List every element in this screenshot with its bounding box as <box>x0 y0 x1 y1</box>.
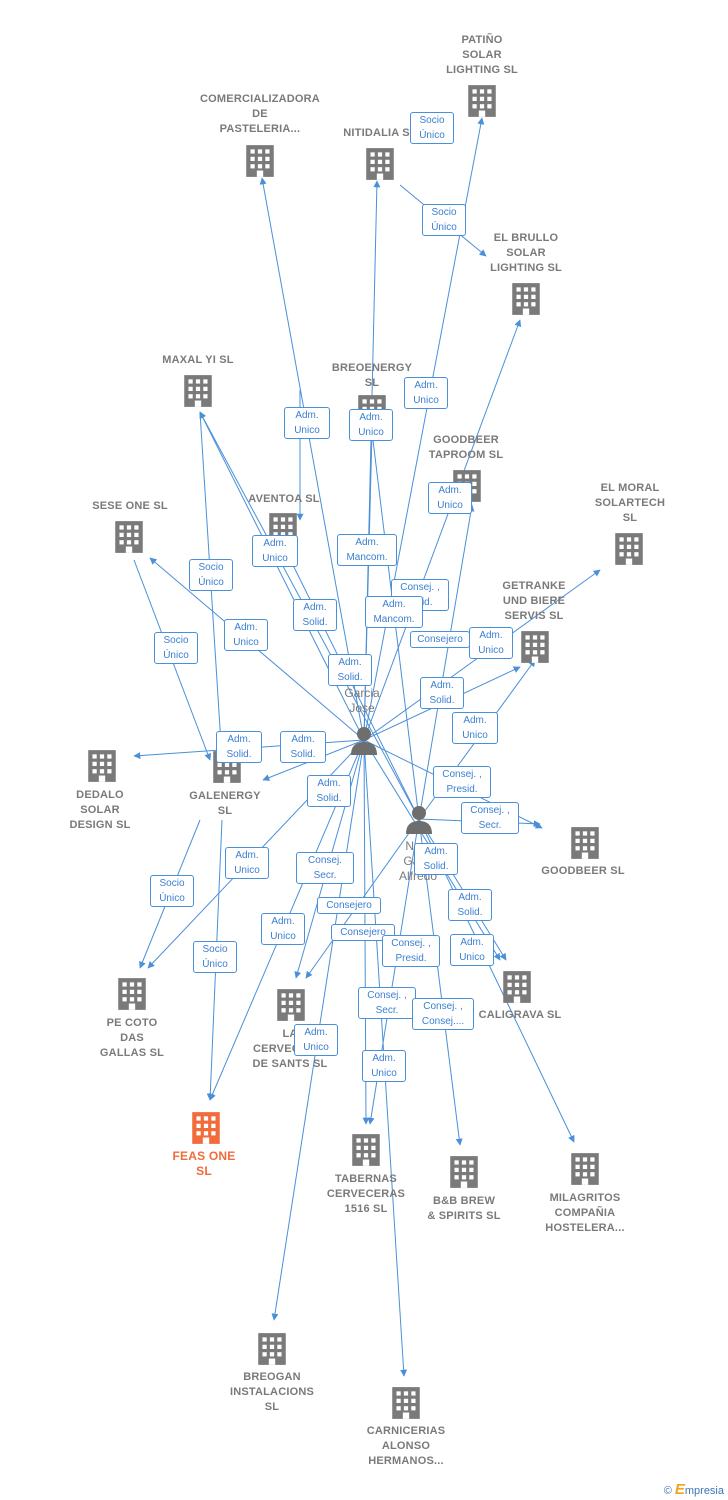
relation-badge[interactable]: Adm. Mancom. <box>365 596 423 628</box>
relation-badge[interactable]: Socio Único <box>422 204 466 236</box>
building-icon[interactable] <box>277 989 305 1021</box>
relation-badge[interactable]: Adm. Solid. <box>280 731 326 763</box>
building-icon[interactable] <box>512 283 540 315</box>
company-label-carnicerias[interactable]: CARNICERIAS ALONSO HERMANOS... <box>366 1425 446 1467</box>
relation-badge[interactable]: Adm. Solid. <box>448 889 492 921</box>
relation-badge[interactable]: Adm. Solid. <box>293 599 337 631</box>
relation-edge <box>363 319 522 741</box>
building-icon[interactable] <box>571 1153 599 1185</box>
relation-edge <box>259 177 365 741</box>
building-icon[interactable] <box>115 521 143 553</box>
company-label-feasone[interactable]: FEAS ONE SL <box>172 1149 236 1178</box>
building-icon[interactable] <box>88 750 116 782</box>
building-icon[interactable] <box>450 1156 478 1188</box>
building-icon[interactable] <box>192 1112 220 1144</box>
empresia-logo-initial: E <box>674 1481 685 1498</box>
company-label-tabernas[interactable]: TABERNAS CERVECERAS 1516 SL <box>326 1173 406 1215</box>
company-label-bbbrew[interactable]: B&B BREW & SPIRITS SL <box>427 1195 501 1222</box>
relation-badge[interactable]: Consej. , Secr. <box>461 802 519 834</box>
empresia-logo-text: mpresia <box>684 1485 724 1497</box>
company-label-getranke[interactable]: GETRANKE UND BIERE SERVIS SL <box>502 580 566 622</box>
building-icon[interactable] <box>571 827 599 859</box>
company-label-aventoa[interactable]: AVENTOA SL <box>248 493 320 505</box>
relation-badge[interactable]: Consej. , Presid. <box>433 766 491 798</box>
company-label-breoenergy[interactable]: BREOENERGY SL <box>331 362 413 389</box>
relation-badge[interactable]: Socio Único <box>193 941 237 973</box>
relation-badge[interactable]: Adm. Unico <box>225 847 269 879</box>
relation-badge[interactable]: Adm. Unico <box>450 934 494 966</box>
building-icon[interactable] <box>392 1387 420 1419</box>
relation-badge[interactable]: Socio Único <box>410 112 454 144</box>
building-icon[interactable] <box>503 971 531 1003</box>
company-label-milagritos[interactable]: MILAGRITOS COMPAÑIA HOSTELERA... <box>545 1192 625 1234</box>
company-label-elbrullo[interactable]: EL BRULLO SOLAR LIGHTING SL <box>490 232 562 274</box>
relation-badge[interactable]: Adm. Mancom. <box>337 534 397 566</box>
relation-badge[interactable]: Adm. Unico <box>452 712 498 744</box>
company-label-patino[interactable]: PATIÑO SOLAR LIGHTING SL <box>446 34 518 76</box>
relation-badge[interactable]: Adm. Unico <box>362 1050 406 1082</box>
empresia-footer: © Empresia <box>664 1481 724 1498</box>
relation-badge[interactable]: Adm. Unico <box>428 482 472 514</box>
building-icon[interactable] <box>352 1134 380 1166</box>
company-label-galenergy[interactable]: GALENERGY SL <box>189 790 261 817</box>
building-icon[interactable] <box>258 1333 286 1365</box>
relation-badge[interactable]: Adm. Solid. <box>414 843 458 875</box>
relation-badge[interactable]: Adm. Unico <box>349 409 393 441</box>
company-label-pecoto[interactable]: PE COTO DAS GALLAS SL <box>99 1017 165 1059</box>
relation-badge[interactable]: Adm. Unico <box>252 535 298 567</box>
company-label-elmoral[interactable]: EL MORAL SOLARTECH SL <box>594 482 666 524</box>
relation-badge[interactable]: Adm. Solid. <box>328 654 372 686</box>
company-label-dedalo[interactable]: DEDALO SOLAR DESIGN SL <box>69 789 131 831</box>
relation-badge[interactable]: Adm. Solid. <box>307 775 351 807</box>
company-label-breogan[interactable]: BREOGAN INSTALACIONS SL <box>229 1371 315 1413</box>
company-label-goodbeer[interactable]: GOODBEER SL <box>541 865 625 877</box>
relation-badge[interactable]: Adm. Unico <box>261 913 305 945</box>
relation-badge[interactable]: Consejero <box>410 631 470 648</box>
relation-badge[interactable]: Adm. Unico <box>294 1024 338 1056</box>
relation-badge[interactable]: Consej. , Consej.... <box>412 998 474 1030</box>
relation-badge[interactable]: Socio Único <box>154 632 198 664</box>
company-label-caligrava[interactable]: CALIGRAVA SL <box>478 1009 562 1021</box>
relation-badge[interactable]: Consej. , Secr. <box>358 987 416 1019</box>
building-icon[interactable] <box>521 631 549 663</box>
building-icon[interactable] <box>118 978 146 1010</box>
relation-badge[interactable]: Consejero <box>317 897 381 914</box>
relation-edge <box>418 504 475 820</box>
building-icon[interactable] <box>615 533 643 565</box>
relation-badge[interactable]: Consej. , Presid. <box>382 935 440 967</box>
relation-badge[interactable]: Consej. Secr. <box>296 852 354 884</box>
copyright-icon: © <box>663 1485 672 1497</box>
relation-badge[interactable]: Adm. Unico <box>404 377 448 409</box>
relation-badge[interactable]: Adm. Solid. <box>216 731 262 763</box>
building-icon[interactable] <box>468 85 496 117</box>
company-label-goodbeertap[interactable]: GOODBEER TAPROOM SL <box>428 434 504 461</box>
building-icon[interactable] <box>184 375 212 407</box>
building-icon[interactable] <box>366 148 394 180</box>
relation-badge[interactable]: Adm. Solid. <box>420 677 464 709</box>
relation-edge <box>363 431 376 741</box>
relation-badge[interactable]: Socio Único <box>150 875 194 907</box>
person-icon[interactable] <box>406 806 432 834</box>
relation-badge[interactable]: Consejero <box>331 924 395 941</box>
relation-badge[interactable]: Adm. Unico <box>284 407 330 439</box>
relation-badge[interactable]: Socio Único <box>189 559 233 591</box>
relation-badge[interactable]: Adm. Unico <box>469 627 513 659</box>
company-label-seseone[interactable]: SESE ONE SL <box>92 500 168 512</box>
company-label-maxal[interactable]: MAXAL YI SL <box>162 354 234 366</box>
building-icon[interactable] <box>246 145 274 177</box>
company-label-comercializadora[interactable]: COMERCIALIZADORA DE PASTELERIA... <box>200 93 320 135</box>
relation-badge[interactable]: Adm. Unico <box>224 619 268 651</box>
